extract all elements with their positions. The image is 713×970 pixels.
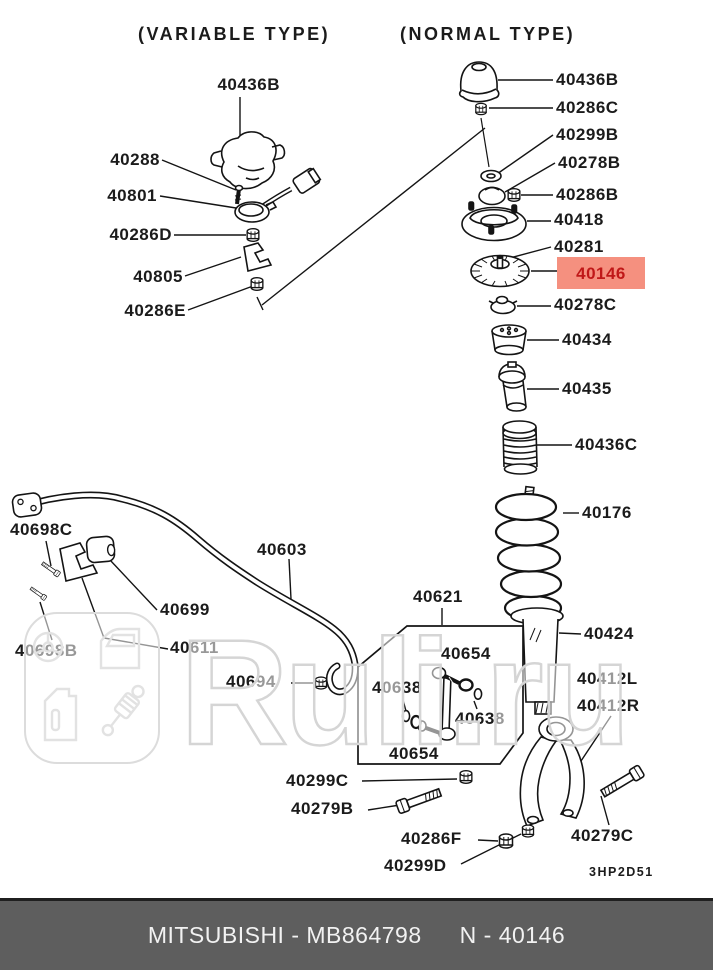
part-label-40805[interactable]: 40805 bbox=[133, 267, 183, 286]
part-label-40654-top[interactable]: 40654 bbox=[441, 644, 491, 663]
part-label-40412L[interactable]: 40412L bbox=[577, 669, 638, 688]
footer-bar: MITSUBISHI - MB864798 N - 40146 bbox=[0, 898, 713, 970]
part-label-40418[interactable]: 40418 bbox=[554, 210, 604, 229]
part-label-40801[interactable]: 40801 bbox=[107, 186, 157, 205]
part-label-40281[interactable]: 40281 bbox=[554, 237, 604, 256]
part-label-40435[interactable]: 40435 bbox=[562, 379, 612, 398]
part-label-40611[interactable]: 40611 bbox=[170, 638, 219, 657]
part-label-40424[interactable]: 40424 bbox=[584, 624, 634, 643]
part-label-40654-bottom[interactable]: 40654 bbox=[389, 744, 439, 763]
part-label-40699[interactable]: 40699 bbox=[160, 600, 210, 619]
part-label-40638-left[interactable]: 40638 bbox=[372, 678, 422, 697]
footer-brand-part: MITSUBISHI - MB864798 bbox=[147, 922, 422, 948]
part-label-40286D[interactable]: 40286D bbox=[109, 225, 172, 244]
part-label-40694[interactable]: 40694 bbox=[226, 672, 276, 691]
part-label-40279B[interactable]: 40279B bbox=[291, 799, 354, 818]
part-label-40286B[interactable]: 40286B bbox=[556, 185, 619, 204]
part-label-40286F[interactable]: 40286F bbox=[401, 829, 462, 848]
part-label-40278C[interactable]: 40278C bbox=[554, 295, 617, 314]
part-label-40288[interactable]: 40288 bbox=[110, 150, 160, 169]
part-label-40286C[interactable]: 40286C bbox=[556, 98, 619, 117]
part-label-40638-right[interactable]: 40638 bbox=[455, 709, 505, 728]
normal-type-header: (NORMAL TYPE) bbox=[400, 24, 576, 44]
footer-part-number: N - 40146 bbox=[459, 922, 566, 948]
drawing-code: 3HP2D51 bbox=[589, 865, 654, 879]
part-label-40412R[interactable]: 40412R bbox=[577, 696, 640, 715]
variable-type-header: (VARIABLE TYPE) bbox=[138, 24, 331, 44]
part-label-40299D[interactable]: 40299D bbox=[384, 856, 447, 875]
part-label-40176[interactable]: 40176 bbox=[582, 503, 632, 522]
variable-actuator-assembly bbox=[210, 131, 322, 292]
part-label-40299C[interactable]: 40299C bbox=[286, 771, 349, 790]
part-label-40278B[interactable]: 40278B bbox=[558, 153, 621, 172]
part-label-40603[interactable]: 40603 bbox=[257, 540, 307, 559]
part-label-40436C[interactable]: 40436C bbox=[575, 435, 638, 454]
part-label-40299B[interactable]: 40299B bbox=[556, 125, 619, 144]
stabilizer-link-box bbox=[357, 625, 524, 765]
part-label-40434[interactable]: 40434 bbox=[562, 330, 612, 349]
part-label-40146-highlighted[interactable]: 40146 bbox=[557, 257, 645, 289]
part-label-40286E[interactable]: 40286E bbox=[124, 301, 186, 320]
normal-strut-stack bbox=[458, 61, 585, 828]
stabilizer-bar bbox=[11, 491, 359, 696]
part-label-40146-text: 40146 bbox=[576, 263, 626, 283]
part-label-40279C[interactable]: 40279C bbox=[571, 826, 634, 845]
part-label-40698B[interactable]: 40698B bbox=[15, 641, 78, 660]
part-label-40698C[interactable]: 40698C bbox=[10, 520, 73, 539]
part-label-40436B[interactable]: 40436B bbox=[556, 70, 619, 89]
part-label-40436B-variable[interactable]: 40436B bbox=[217, 75, 280, 94]
part-label-40621[interactable]: 40621 bbox=[413, 587, 463, 606]
